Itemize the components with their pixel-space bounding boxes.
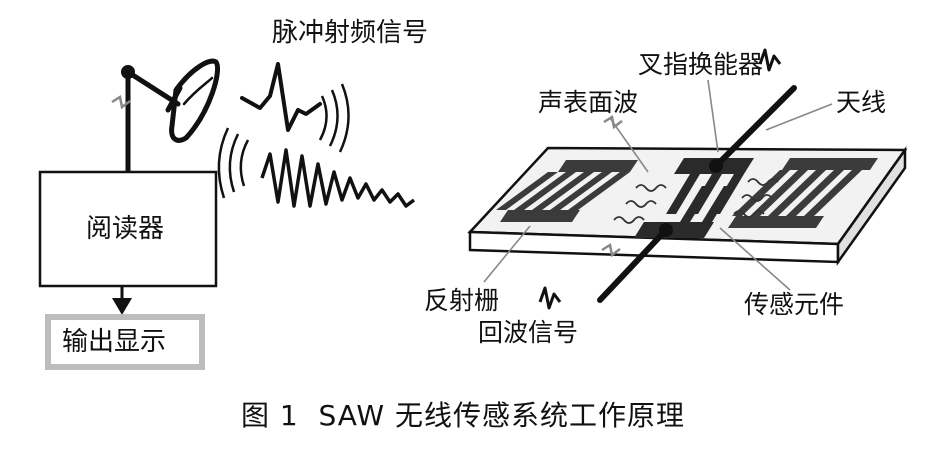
pulse-signal-icon [240,62,322,132]
antenna-rod-upper [713,85,797,169]
receive-wavefront-icon [217,127,250,199]
echo-signal-label: 回波信号 [478,318,579,347]
small-wave-icon [111,94,131,110]
echo-decay-wave-icon [260,148,416,208]
figure-caption: 图 1 SAW 无线传感系统工作原理 [240,399,686,432]
output-box-inner [51,320,199,364]
emit-wavefront-icon [318,83,350,153]
antenna-joint-lower-icon [659,223,673,237]
reader-box [38,170,218,288]
left-reflector-grating [496,160,638,222]
antenna-joint-upper-icon [709,159,723,173]
idt-signal-icon [758,48,782,72]
pulse-rf-signal-label: 脉冲射频信号 [272,18,429,48]
leader-lines [483,79,833,291]
reflector-grating-label: 反射栅 [424,286,500,315]
surface-wave-icon [613,178,779,224]
grey-squiggle-2-icon [601,242,621,258]
substrate-side [836,146,907,266]
idt-electrodes [634,158,754,238]
reader-antenna-icon [125,58,220,175]
echo-squiggle-icon [538,286,562,310]
surface-acoustic-wave-label: 声表面波 [538,88,639,117]
reader-label: 阅读器 [86,214,165,244]
output-arrowhead-icon [112,298,132,315]
antenna-rod-lower [597,227,669,303]
sensing-element-label: 传感元件 [744,290,845,319]
output-display-label: 输出显示 [62,327,167,357]
antenna-label: 天线 [836,88,887,117]
antenna-pivot-icon [121,65,135,79]
idt-label: 叉指换能器 [638,50,764,79]
right-reflector-grating [728,158,878,228]
